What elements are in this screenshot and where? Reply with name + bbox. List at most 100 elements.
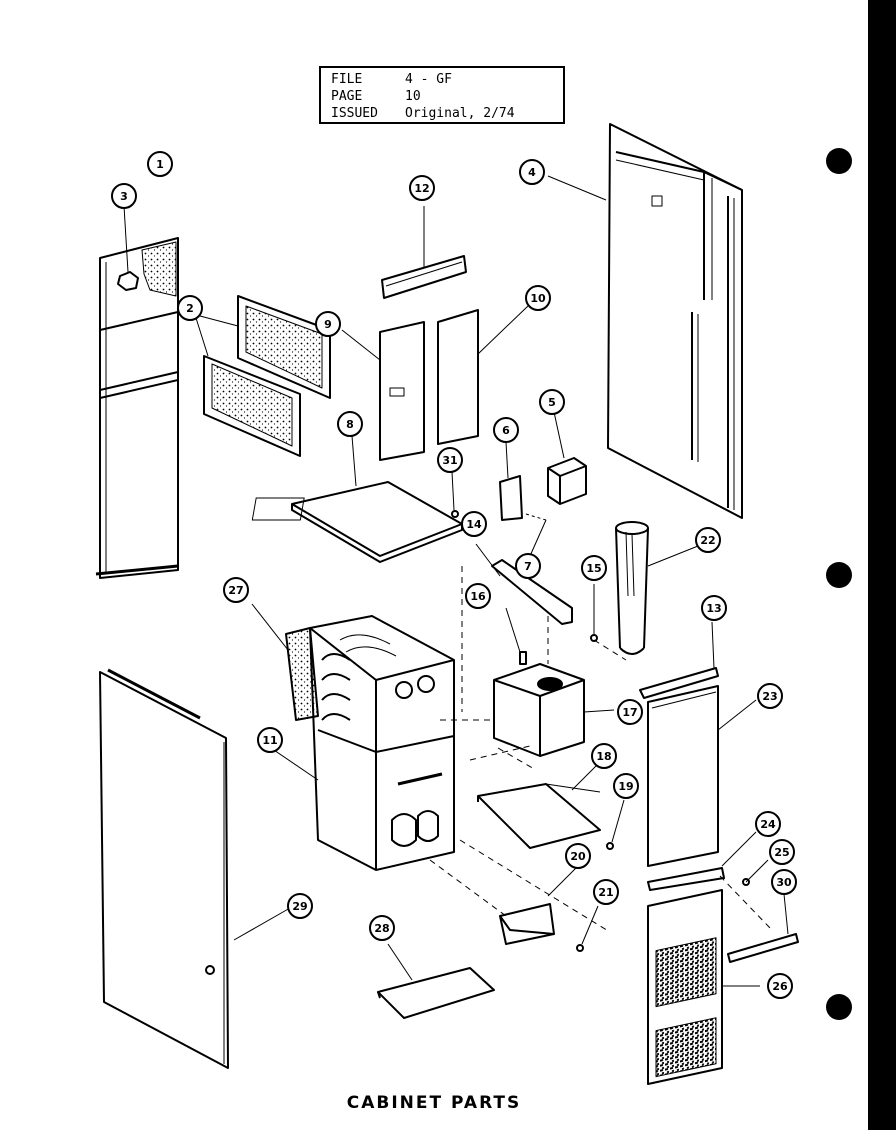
callout-label-31: 31: [442, 454, 457, 467]
part-22-flue-pipe: [615, 521, 699, 655]
punch-hole-bottom: [826, 994, 852, 1020]
callout-circle-3: [111, 183, 137, 209]
callout-label-19: 19: [618, 780, 633, 793]
callout-label-11: 11: [262, 734, 277, 747]
callout-label-28: 28: [374, 922, 389, 935]
callout-balloons: 1234567891011121314151617181920212223242…: [111, 151, 797, 999]
callout-circle-12: [409, 175, 435, 201]
callout-circle-15: [581, 555, 607, 581]
exploded-view: 1234567891011121314151617181920212223242…: [95, 123, 799, 1085]
callout-label-7: 7: [524, 560, 532, 573]
callout-label-12: 12: [414, 182, 429, 195]
parts-sheet: FILE 4 - GF PAGE 10 ISSUED Original, 2/7…: [0, 0, 868, 1130]
part-28-base: [377, 943, 495, 1019]
callout-label-30: 30: [776, 876, 792, 889]
part-3-plug: [117, 205, 139, 291]
part-30-bar: [727, 893, 799, 963]
part-13-bar: [639, 621, 719, 699]
callout-circle-25: [769, 839, 795, 865]
part-16-screw: [505, 607, 527, 665]
callout-label-2: 2: [186, 302, 194, 315]
callout-circle-4: [519, 159, 545, 185]
part-26-grille-door: [647, 889, 760, 1085]
part-14-rail: [475, 543, 573, 625]
callout-label-14: 14: [466, 518, 482, 531]
callout-circle-20: [565, 843, 591, 869]
callout-circle-16: [465, 583, 491, 609]
part-4-rear-panel: [547, 123, 743, 519]
punch-hole-middle: [826, 562, 852, 588]
callout-label-10: 10: [530, 292, 546, 305]
part-18-tray: [477, 759, 603, 849]
callout-circle-9: [315, 311, 341, 337]
part-29-door: [99, 668, 291, 1069]
part-15-screw: [590, 584, 598, 642]
callout-label-8: 8: [346, 418, 354, 431]
file-info-box: FILE 4 - GF PAGE 10 ISSUED Original, 2/7…: [319, 66, 565, 124]
callout-circle-5: [539, 389, 565, 415]
callout-label-29: 29: [292, 900, 307, 913]
callout-label-22: 22: [700, 534, 715, 547]
callout-circle-1: [147, 151, 173, 177]
callout-label-13: 13: [706, 602, 721, 615]
part-20-bracket: [499, 865, 579, 945]
callout-circle-23: [757, 683, 783, 709]
part-24-bar: [647, 831, 757, 891]
callout-label-24: 24: [760, 818, 776, 831]
part-8-base-pan: [251, 435, 463, 563]
leader-dashes: [429, 566, 771, 933]
part-11-heat-exchanger: [267, 615, 455, 871]
callout-circle-24: [755, 811, 781, 837]
callout-label-27: 27: [228, 584, 243, 597]
callout-label-17: 17: [622, 706, 637, 719]
callout-circle-27: [223, 577, 249, 603]
file-row: FILE 4 - GF: [331, 71, 563, 88]
part-25-screw: [742, 859, 769, 886]
callout-circle-17: [617, 699, 643, 725]
callout-circle-30: [771, 869, 797, 895]
part-31-screw: [451, 471, 459, 518]
diagram-caption: CABINET PARTS: [346, 1093, 522, 1113]
callout-label-20: 20: [570, 850, 586, 863]
page-label: PAGE: [331, 89, 363, 104]
issued-label: ISSUED: [331, 106, 378, 121]
punch-hole-top: [826, 148, 852, 174]
callout-circle-26: [767, 973, 793, 999]
part-2-filters: [195, 295, 331, 457]
part-6-bracket: [499, 441, 523, 521]
page-value: 10: [405, 89, 421, 104]
file-label: FILE: [331, 72, 363, 87]
callout-circle-8: [337, 411, 363, 437]
callout-circle-28: [369, 915, 395, 941]
callout-circle-31: [437, 447, 463, 473]
part-19-screw: [606, 799, 625, 850]
issued-value: Original, 2/74: [405, 106, 515, 121]
callout-circle-13: [701, 595, 727, 621]
issued-row: ISSUED Original, 2/74: [331, 105, 563, 122]
callout-label-5: 5: [548, 396, 556, 409]
part-7-screw: [525, 513, 547, 557]
callout-label-15: 15: [586, 562, 601, 575]
part-23-panel: [647, 685, 757, 867]
callout-label-21: 21: [598, 886, 613, 899]
part-1-side-panel: [95, 237, 179, 579]
callout-label-1: 1: [156, 158, 164, 171]
callout-circle-10: [525, 285, 551, 311]
callout-label-18: 18: [596, 750, 611, 763]
callout-label-9: 9: [324, 318, 332, 331]
callout-label-25: 25: [774, 846, 789, 859]
callout-circle-21: [593, 879, 619, 905]
part-5-junction-box: [547, 411, 587, 505]
part-12-bracket: [381, 206, 467, 299]
page-row: PAGE 10: [331, 88, 563, 105]
callout-label-16: 16: [470, 590, 486, 603]
callout-circle-6: [493, 417, 519, 443]
callout-circle-18: [591, 743, 617, 769]
callout-circle-14: [461, 511, 487, 537]
callout-label-6: 6: [502, 424, 510, 437]
file-value: 4 - GF: [405, 72, 452, 87]
part-21-screw: [576, 905, 599, 952]
callout-label-26: 26: [772, 980, 788, 993]
callout-circle-11: [257, 727, 283, 753]
